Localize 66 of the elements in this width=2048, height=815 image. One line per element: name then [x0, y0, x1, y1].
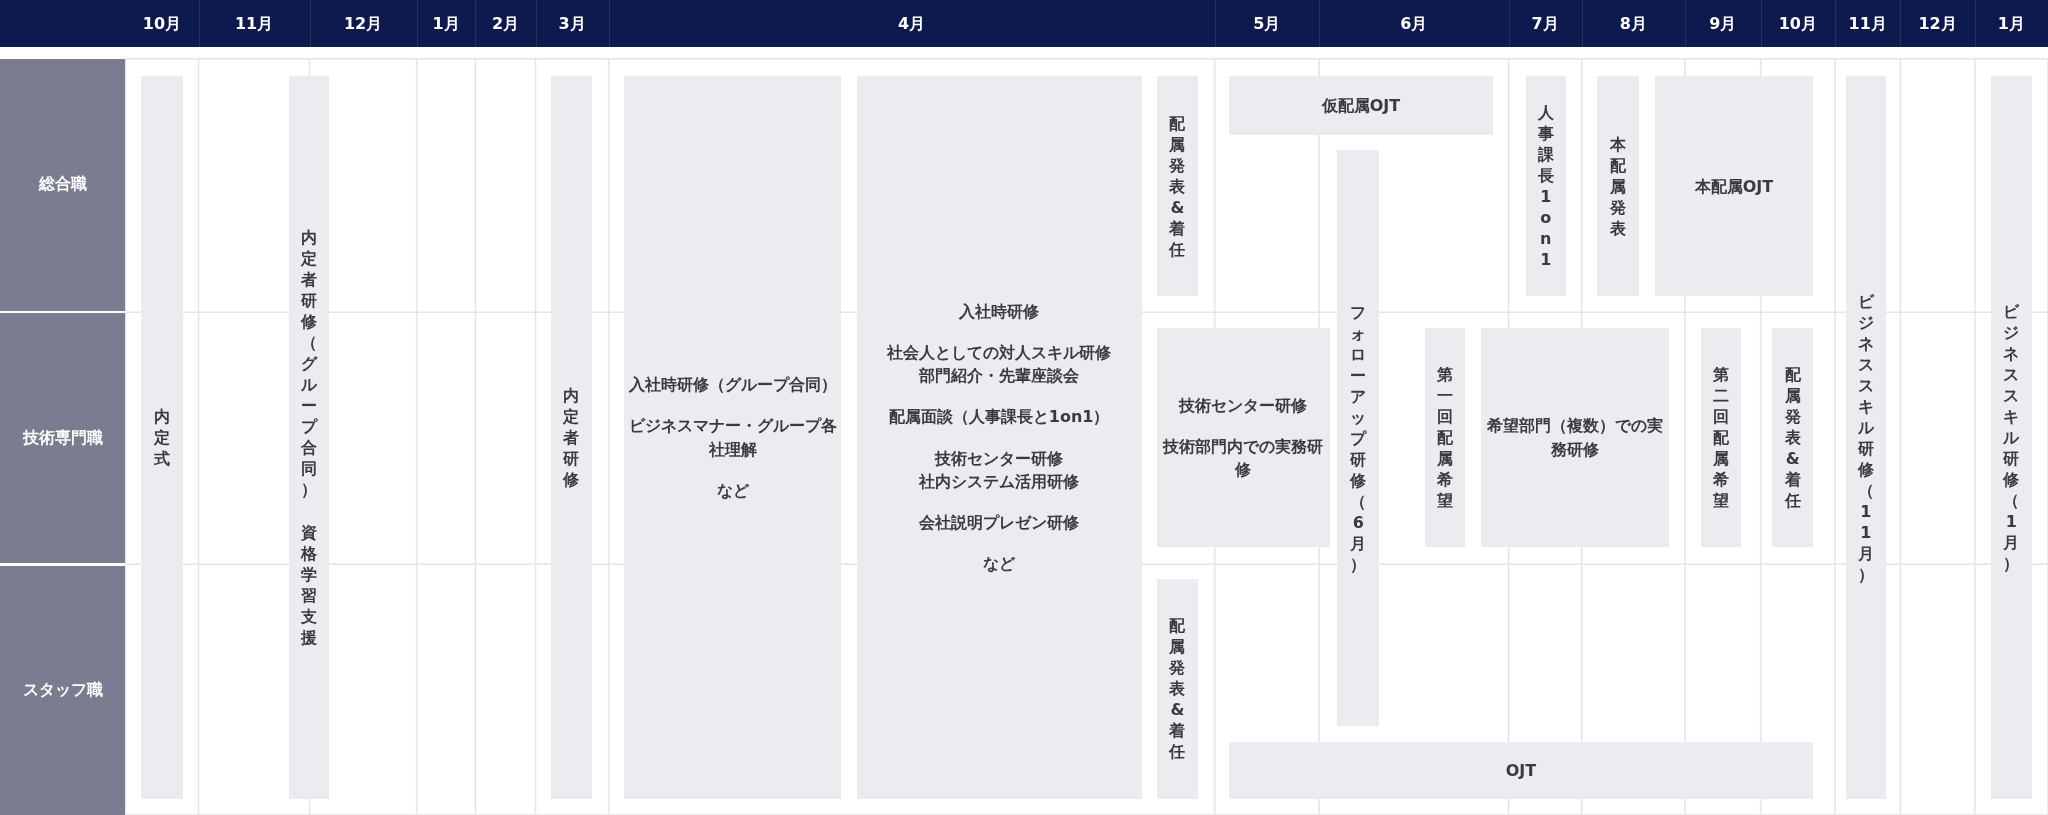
month-label: 5月: [1252, 13, 1282, 35]
box-label: など: [716, 479, 749, 502]
row-header: [0, 313, 126, 563]
box-label: 本配属OJT: [1694, 175, 1774, 198]
month-label: 11月: [233, 13, 275, 35]
box-label: 入社時研修（グループ合同）: [628, 374, 837, 397]
box-label: ビジネススキル研修（1月）: [2002, 301, 2021, 575]
box-label: ビジネススキル研修（11月）: [1856, 290, 1875, 585]
box-label: 仮配属OJT: [1321, 94, 1401, 117]
month-label: 11月: [1847, 13, 1888, 35]
row-header: [0, 565, 126, 815]
box-label: OJT: [1505, 760, 1537, 782]
month-label: 1月: [431, 13, 461, 35]
month-label: 9月: [1708, 13, 1738, 35]
training-box: [1845, 75, 1887, 800]
box-label: 会社説明プレゼン研修: [919, 511, 1080, 534]
training-box: [1157, 327, 1330, 548]
training-box: [1229, 75, 1493, 135]
training-box: [1337, 150, 1380, 727]
training-box: [856, 75, 1142, 800]
month-label: 3月: [557, 13, 587, 35]
box-label: 本配属発表: [1609, 133, 1628, 239]
row-label: 技術専門職: [22, 427, 103, 449]
month-label: 1月: [1996, 13, 2026, 35]
box-label: 希望部門（複数）での実務研修: [1486, 415, 1665, 461]
box-label: 部門紹介・先輩座談会: [919, 365, 1080, 388]
month-label: 7月: [1530, 13, 1560, 35]
box-label: 社会人としての対人スキル研修: [887, 341, 1112, 364]
box-label: 配属発表&着任: [1168, 112, 1187, 260]
box-label: ビジネスマナー・グループ各社理解: [627, 415, 838, 461]
box-label: 社内システム活用研修: [919, 470, 1080, 493]
month-label: 2月: [490, 13, 521, 35]
box-label: 技術部門内での実務研修: [1161, 435, 1325, 482]
row-label: スタッフ職: [22, 679, 103, 701]
box-label: 第二回配属希望: [1711, 364, 1730, 512]
training-box: [551, 75, 592, 800]
box-label: 資格学習支援: [299, 522, 318, 649]
training-box: [1481, 327, 1670, 548]
box-label: 配属面談（人事課長と1on1）: [888, 406, 1110, 429]
box-label: 内定者研修: [562, 385, 581, 491]
box-label: 入社時研修: [959, 300, 1040, 323]
month-label: 10月: [1777, 13, 1818, 35]
training-box: [141, 75, 183, 800]
row-header: [0, 58, 126, 311]
month-label: 12月: [342, 13, 384, 35]
month-label: 6月: [1399, 13, 1429, 35]
training-box: [1990, 75, 2033, 800]
box-label: 配属発表&着任: [1168, 615, 1187, 763]
training-box: [1654, 75, 1813, 297]
box-label: 技術センター研修: [935, 447, 1064, 470]
box-label: フォローアップ研修（6月）: [1349, 301, 1368, 575]
month-label: 8月: [1618, 13, 1648, 35]
month-label: 10月: [141, 13, 183, 35]
training-box: [1229, 741, 1813, 800]
box-label: 配属発表&着任: [1783, 364, 1802, 512]
box-label: 内定者研修（グループ合同）: [299, 227, 318, 501]
training-box: [288, 75, 330, 800]
box-label: 人事課長1on1: [1536, 102, 1555, 271]
box-label: 第一回配属希望: [1436, 364, 1455, 512]
month-label: 12月: [1917, 13, 1958, 35]
box-label: 内定式: [152, 406, 171, 470]
row-label: 総合職: [38, 174, 87, 196]
box-label: など: [983, 553, 1016, 576]
training-box: [624, 75, 842, 800]
box-label: 技術センター研修: [1179, 394, 1308, 417]
month-label: 4月: [897, 13, 927, 35]
